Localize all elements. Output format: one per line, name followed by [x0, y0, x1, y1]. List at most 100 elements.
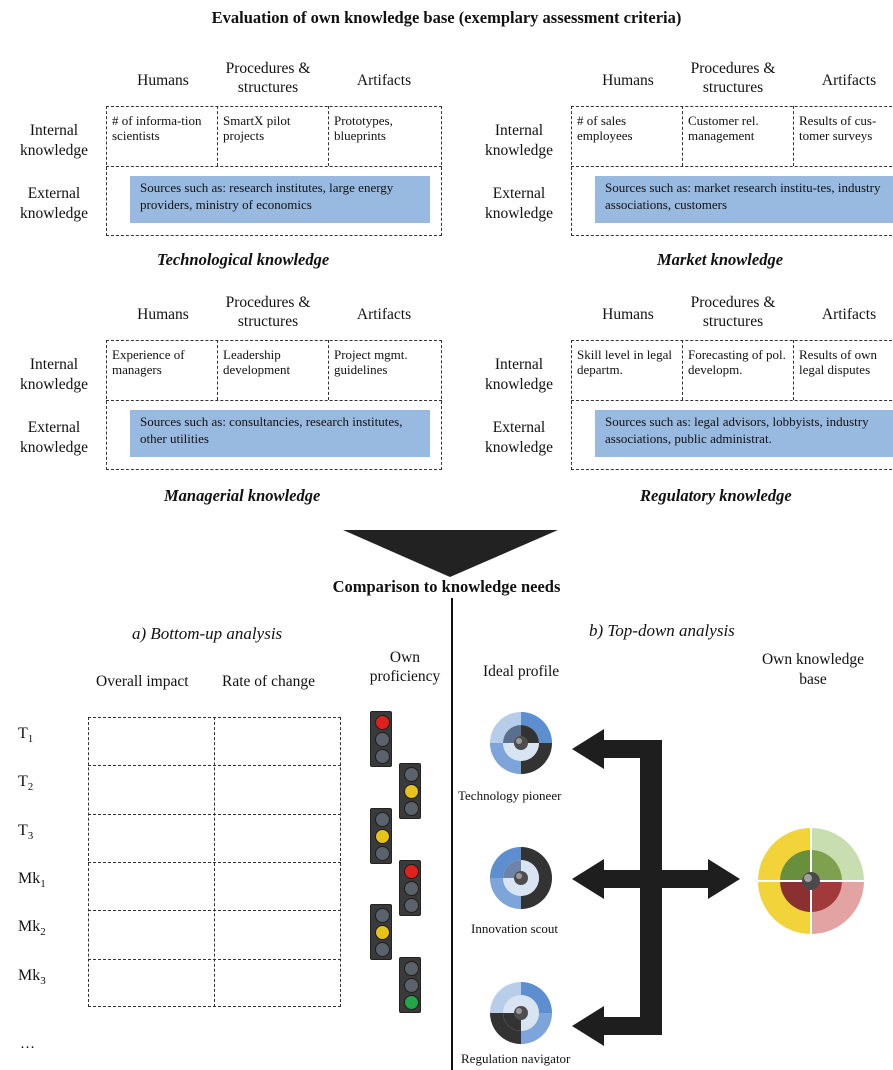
row-label-subscript: 2: [27, 781, 34, 794]
traffic-light-lamp: [375, 828, 390, 844]
traffic-light-lamp: [375, 942, 390, 958]
traffic-light-lamp: [375, 749, 390, 764]
quadrant-managerial-internal-cell: Project mgmt. guidelines: [334, 347, 408, 378]
quadrant-managerial-external-sources: Sources such as: consultancies, research…: [130, 410, 430, 457]
table-row-divider: [88, 910, 341, 912]
quadrant-market-col-artifacts: Artifacts: [821, 72, 877, 89]
quadrant-market-external-sources: Sources such as: market research institu…: [595, 176, 893, 223]
quadrant-technological-external-sources: Sources such as: research institutes, la…: [130, 176, 430, 223]
quadrant-technological-col-artifacts: Artifacts: [356, 72, 412, 89]
traffic-light-lamp: [404, 960, 419, 976]
table-row-divider: [88, 958, 341, 960]
row-label-subscript: 2: [40, 926, 46, 939]
rows-ellipsis: …: [20, 1036, 35, 1052]
profile-label-technology-pioneer: Technology pioneer: [458, 788, 562, 803]
technology-pioneer-radar-icon: [490, 712, 552, 774]
quadrant-market-row-internal: Internal knowledge: [484, 122, 553, 160]
quadrant-technological-grid: [106, 106, 442, 236]
row-label-subscript: 3: [27, 829, 34, 842]
quadrant-managerial-col-humans: Humans: [137, 306, 189, 323]
traffic-light-lamp: [404, 863, 419, 879]
traffic-light-lamp: [375, 908, 390, 924]
quadrant-technological-grid-col2: [328, 106, 329, 166]
comparison-arrows: [572, 729, 740, 1046]
quadrant-technological-internal-cell: Prototypes, blueprints: [334, 113, 393, 144]
row-label-t2: T2: [18, 773, 33, 793]
quadrant-managerial-col-procedures: Procedures & structures: [225, 294, 311, 330]
own-knowledge-base-radar-icon: [758, 828, 864, 934]
row-label-subscript: 1: [40, 878, 46, 891]
quadrant-market-col-procedures: Procedures & structures: [690, 60, 776, 96]
section-divider: [451, 598, 453, 1070]
quadrant-regulatory-internal-cell: Forecasting of pol. developm.: [688, 347, 786, 378]
row-label-subscript: 3: [40, 974, 46, 987]
row-label-t3: T3: [18, 822, 33, 842]
quadrant-technological-grid-col1: [217, 106, 218, 166]
quadrant-technological-internal-cell: # of informa-tion scientists: [112, 113, 202, 144]
traffic-light-lamp: [375, 811, 390, 827]
profile-label-innovation-scout: Innovation scout: [471, 921, 559, 936]
row-label-main: Mk: [18, 966, 41, 984]
quadrant-managerial-grid: [106, 340, 442, 470]
quadrant-managerial-internal-cell: Experience of managers: [112, 347, 185, 378]
traffic-light-yellow-icon: [370, 807, 392, 864]
quadrant-market-internal-cell: Results of cus-tomer surveys: [799, 113, 877, 144]
quadrant-market-grid: [571, 106, 893, 236]
row-label-main: T: [18, 773, 28, 791]
traffic-light-lamp: [404, 994, 419, 1010]
quadrant-market-grid-col2: [793, 106, 794, 166]
quadrant-managerial-row-external: External knowledge: [19, 419, 88, 457]
traffic-light-lamp: [404, 801, 419, 817]
table-row-divider: [88, 813, 341, 815]
traffic-light-lamp: [404, 784, 419, 800]
traffic-light-lamp: [404, 767, 419, 783]
row-label-main: Mk: [18, 918, 41, 936]
quadrant-market-internal-cell: # of sales employees: [577, 113, 633, 144]
main-title: Evaluation of own knowledge base (exempl…: [211, 8, 682, 27]
traffic-light-lamp: [375, 925, 390, 941]
quadrant-technological-grid-row: [106, 166, 442, 167]
row-label-mk3: Mk3: [18, 967, 46, 987]
quadrant-regulatory-external-sources: Sources such as: legal advisors, lobbyis…: [595, 410, 893, 457]
regulation-navigator-radar-icon: [490, 982, 552, 1044]
ideal-profile-label: Ideal profile: [483, 663, 560, 680]
traffic-light-lamp: [404, 897, 419, 913]
row-label-t1: T1: [18, 725, 33, 745]
row-label-main: Mk: [18, 869, 41, 887]
quadrant-market-grid-col1: [682, 106, 683, 166]
quadrant-regulatory-col-artifacts: Artifacts: [821, 306, 877, 323]
traffic-light-red-icon: [399, 859, 421, 916]
profile-label-regulation-navigator: Regulation navigator: [461, 1051, 571, 1066]
traffic-light-lamp: [375, 715, 390, 730]
row-label-main: T: [18, 821, 28, 839]
quadrant-managerial-col-artifacts: Artifacts: [356, 306, 412, 323]
table-row-divider: [88, 861, 341, 863]
top-down-title: b) Top-down analysis: [589, 621, 735, 640]
col-own-proficiency: Own proficiency: [369, 649, 441, 686]
own-knowledge-base-label: Own knowledge base: [761, 651, 865, 689]
quadrant-technological-col-procedures: Procedures & structures: [225, 60, 311, 96]
quadrant-regulatory-internal-cell: Skill level in legal departm.: [577, 347, 672, 378]
quadrant-managerial-grid-col1: [217, 340, 218, 400]
quadrant-regulatory-internal-cell: Results of own legal disputes: [799, 347, 877, 378]
quadrant-market-grid-row: [571, 166, 893, 167]
col-rate-of-change: Rate of change: [222, 673, 315, 690]
comparison-title: Comparison to knowledge needs: [332, 577, 561, 596]
quadrant-managerial-grid-row: [106, 400, 442, 401]
traffic-light-lamp: [404, 880, 419, 896]
quadrant-technological-title: Technological knowledge: [157, 250, 330, 269]
row-label-mk1: Mk1: [18, 870, 46, 890]
quadrant-market-col-humans: Humans: [602, 72, 654, 89]
quadrant-technological-col-humans: Humans: [137, 72, 189, 89]
quadrant-managerial-internal-cell: Leadership development: [223, 347, 291, 378]
quadrant-market-row-external: External knowledge: [484, 185, 553, 223]
quadrant-technological-row-external: External knowledge: [19, 185, 88, 223]
traffic-light-lamp: [375, 845, 390, 861]
down-arrow-icon: [343, 530, 558, 577]
quadrant-regulatory-grid-col2: [793, 340, 794, 400]
quadrant-regulatory-row-internal: Internal knowledge: [484, 356, 553, 394]
quadrant-managerial-row-internal: Internal knowledge: [19, 356, 88, 394]
col-overall-impact: Overall impact: [96, 673, 189, 690]
traffic-light-lamp: [404, 977, 419, 993]
table-row-divider: [88, 765, 341, 767]
